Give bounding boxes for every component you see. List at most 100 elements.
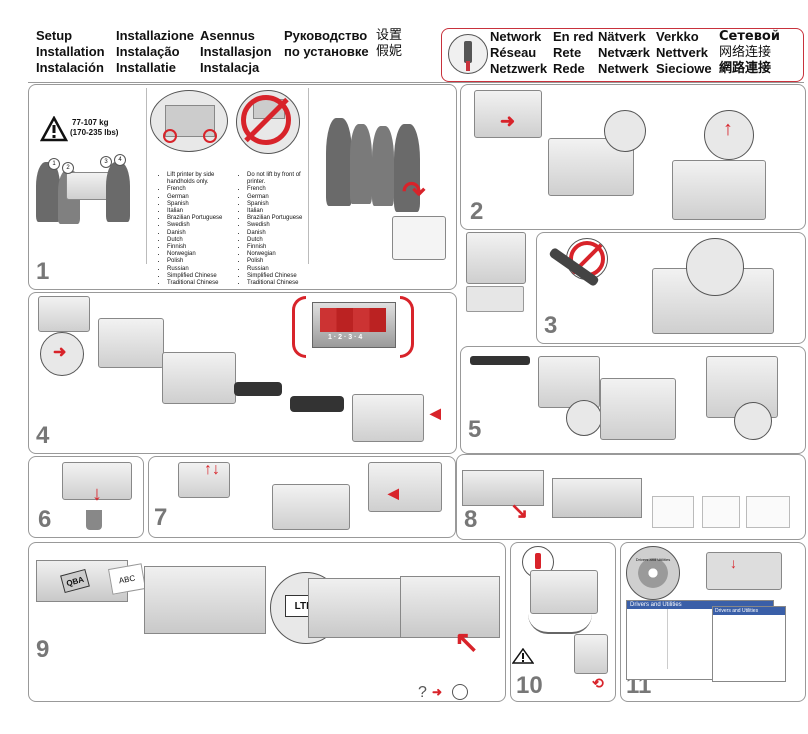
weight-kg: 77-107 kg <box>72 118 109 127</box>
step-number: 6 <box>38 506 52 533</box>
network-text: 网络连接 <box>719 45 772 60</box>
help-arrow-icon: ➜ <box>432 685 443 699</box>
language-item: Italian <box>247 208 308 215</box>
language-item: Swedish <box>247 222 308 229</box>
printer-open-illustration <box>672 160 766 220</box>
printer-open-illustration <box>98 318 164 368</box>
do-lift-instructions: Lift printer by side handholds only. Fre… <box>158 172 238 287</box>
network-text: Nettverk <box>656 45 709 60</box>
language-item: Danish <box>247 230 308 237</box>
header-col-4: Руководство по установке <box>284 28 369 60</box>
paper-stack-illustration <box>746 496 790 528</box>
printer-open-illustration <box>162 352 236 404</box>
close-door-arrow-icon: ◀ <box>388 485 399 501</box>
toner-cartridges-illustration <box>466 286 524 312</box>
paper-tray-illustration <box>144 566 266 634</box>
person-tag: 3 <box>100 156 112 168</box>
language-item: Dutch <box>247 237 308 244</box>
cartridge-order-text: 1 · 2 · 3 · 4 <box>328 334 363 341</box>
network-text: Netzwerk <box>490 61 548 76</box>
network-cable-icon <box>448 34 488 74</box>
paper-tray-illustration <box>400 576 500 638</box>
language-item: Traditional Chinese <box>247 280 308 287</box>
header-text: по установке <box>284 44 369 59</box>
header-col-2: Installazione Instalação Installatie <box>116 28 194 76</box>
help-icon: ? <box>418 684 427 701</box>
detail-circle <box>686 238 744 296</box>
person-figure <box>394 124 420 212</box>
language-item: Russian <box>167 266 238 273</box>
step-number: 10 <box>516 672 543 699</box>
network-box <box>441 28 804 82</box>
network-col-5: Сетевой 网络连接 網路連接 <box>719 29 780 77</box>
language-item: French <box>247 186 308 193</box>
network-text: Rede <box>553 61 585 76</box>
language-item: Brazilian Portuguese <box>247 215 308 222</box>
header-divider <box>28 82 804 83</box>
handhold-detail-circle <box>150 90 228 152</box>
insert-arrow-icon: ◀ <box>430 405 441 421</box>
installer-sidebar[interactable] <box>627 609 668 669</box>
caution-icon <box>512 648 534 664</box>
language-item: Simplified Chinese <box>167 273 238 280</box>
person-figure <box>372 126 394 206</box>
caption-text: Lift printer by side handholds only. <box>167 172 238 186</box>
trash-bin-icon <box>86 510 102 530</box>
header-col-1: Setup Installation Instalación <box>36 28 105 76</box>
no-front-lift-circle <box>236 90 300 154</box>
language-item: Russian <box>247 266 308 273</box>
language-item: Brazilian Portuguese <box>167 215 238 222</box>
language-item: Finnish <box>247 244 308 251</box>
transfer-roller-illustration <box>470 356 530 365</box>
step-number: 5 <box>468 416 482 443</box>
header-text: Instalación <box>36 60 104 75</box>
detail-circle <box>604 110 646 152</box>
printer-illustration <box>38 296 90 332</box>
printer-illustration <box>474 90 542 138</box>
toner-cartridge-illustration <box>234 382 282 396</box>
paper-stack-illustration <box>702 496 740 528</box>
step-number: 7 <box>154 504 168 531</box>
dont-lift-instructions: Do not lift by front of printer. French … <box>238 172 308 287</box>
header-text: Руководство <box>284 28 368 43</box>
printer-open-illustration <box>352 394 424 442</box>
open-arrow-icon: ➜ <box>500 111 516 131</box>
step-number: 1 <box>36 258 50 285</box>
step-number: 2 <box>470 198 484 225</box>
language-item: Polish <box>167 258 238 265</box>
printer-illustration <box>530 570 598 614</box>
language-item: Traditional Chinese <box>167 280 238 287</box>
header-text: Installation <box>36 44 105 59</box>
up-arrow-icon: ↑↓ <box>204 461 220 478</box>
toner-cartridge-illustration <box>290 396 344 412</box>
network-col-3: Nätverk Netværk Netwerk <box>598 29 650 77</box>
network-text: Network <box>490 29 542 44</box>
network-text: Netværk <box>598 45 651 60</box>
network-text: Сетевой <box>719 29 780 44</box>
person-tag: 1 <box>48 158 60 170</box>
dialog-title: Drivers and Utilities <box>713 607 785 615</box>
computer-illustration <box>706 552 782 590</box>
header-text: 设置 <box>376 28 403 43</box>
printer-illustration <box>62 462 132 500</box>
cd-label: Drivers and Utilities <box>635 557 671 562</box>
network-col-4: Verkko Nettverk Sieciowe <box>656 29 712 77</box>
language-item: Spanish <box>247 201 308 208</box>
network-col-1: Network Réseau Netzwerk <box>490 29 547 77</box>
step-number: 3 <box>544 312 558 339</box>
header-text: Asennus <box>200 28 255 43</box>
cd-icon: Drivers and Utilities <box>626 546 680 600</box>
divider <box>146 88 147 264</box>
printer-rear-illustration <box>574 634 608 674</box>
network-text: Netwerk <box>598 61 649 76</box>
person-figure <box>36 162 60 222</box>
discard-arrow-icon: ↓ <box>92 483 102 505</box>
network-text: En red <box>553 29 594 44</box>
warning-icon <box>40 116 68 142</box>
language-item: Spanish <box>167 201 238 208</box>
insert-cd-arrow-icon: ↓ <box>730 555 737 571</box>
header-text: Instalacja <box>200 60 260 75</box>
power-cord-illustration <box>528 614 592 634</box>
paper-tray-illustration <box>308 578 402 638</box>
language-item: Finnish <box>167 244 238 251</box>
